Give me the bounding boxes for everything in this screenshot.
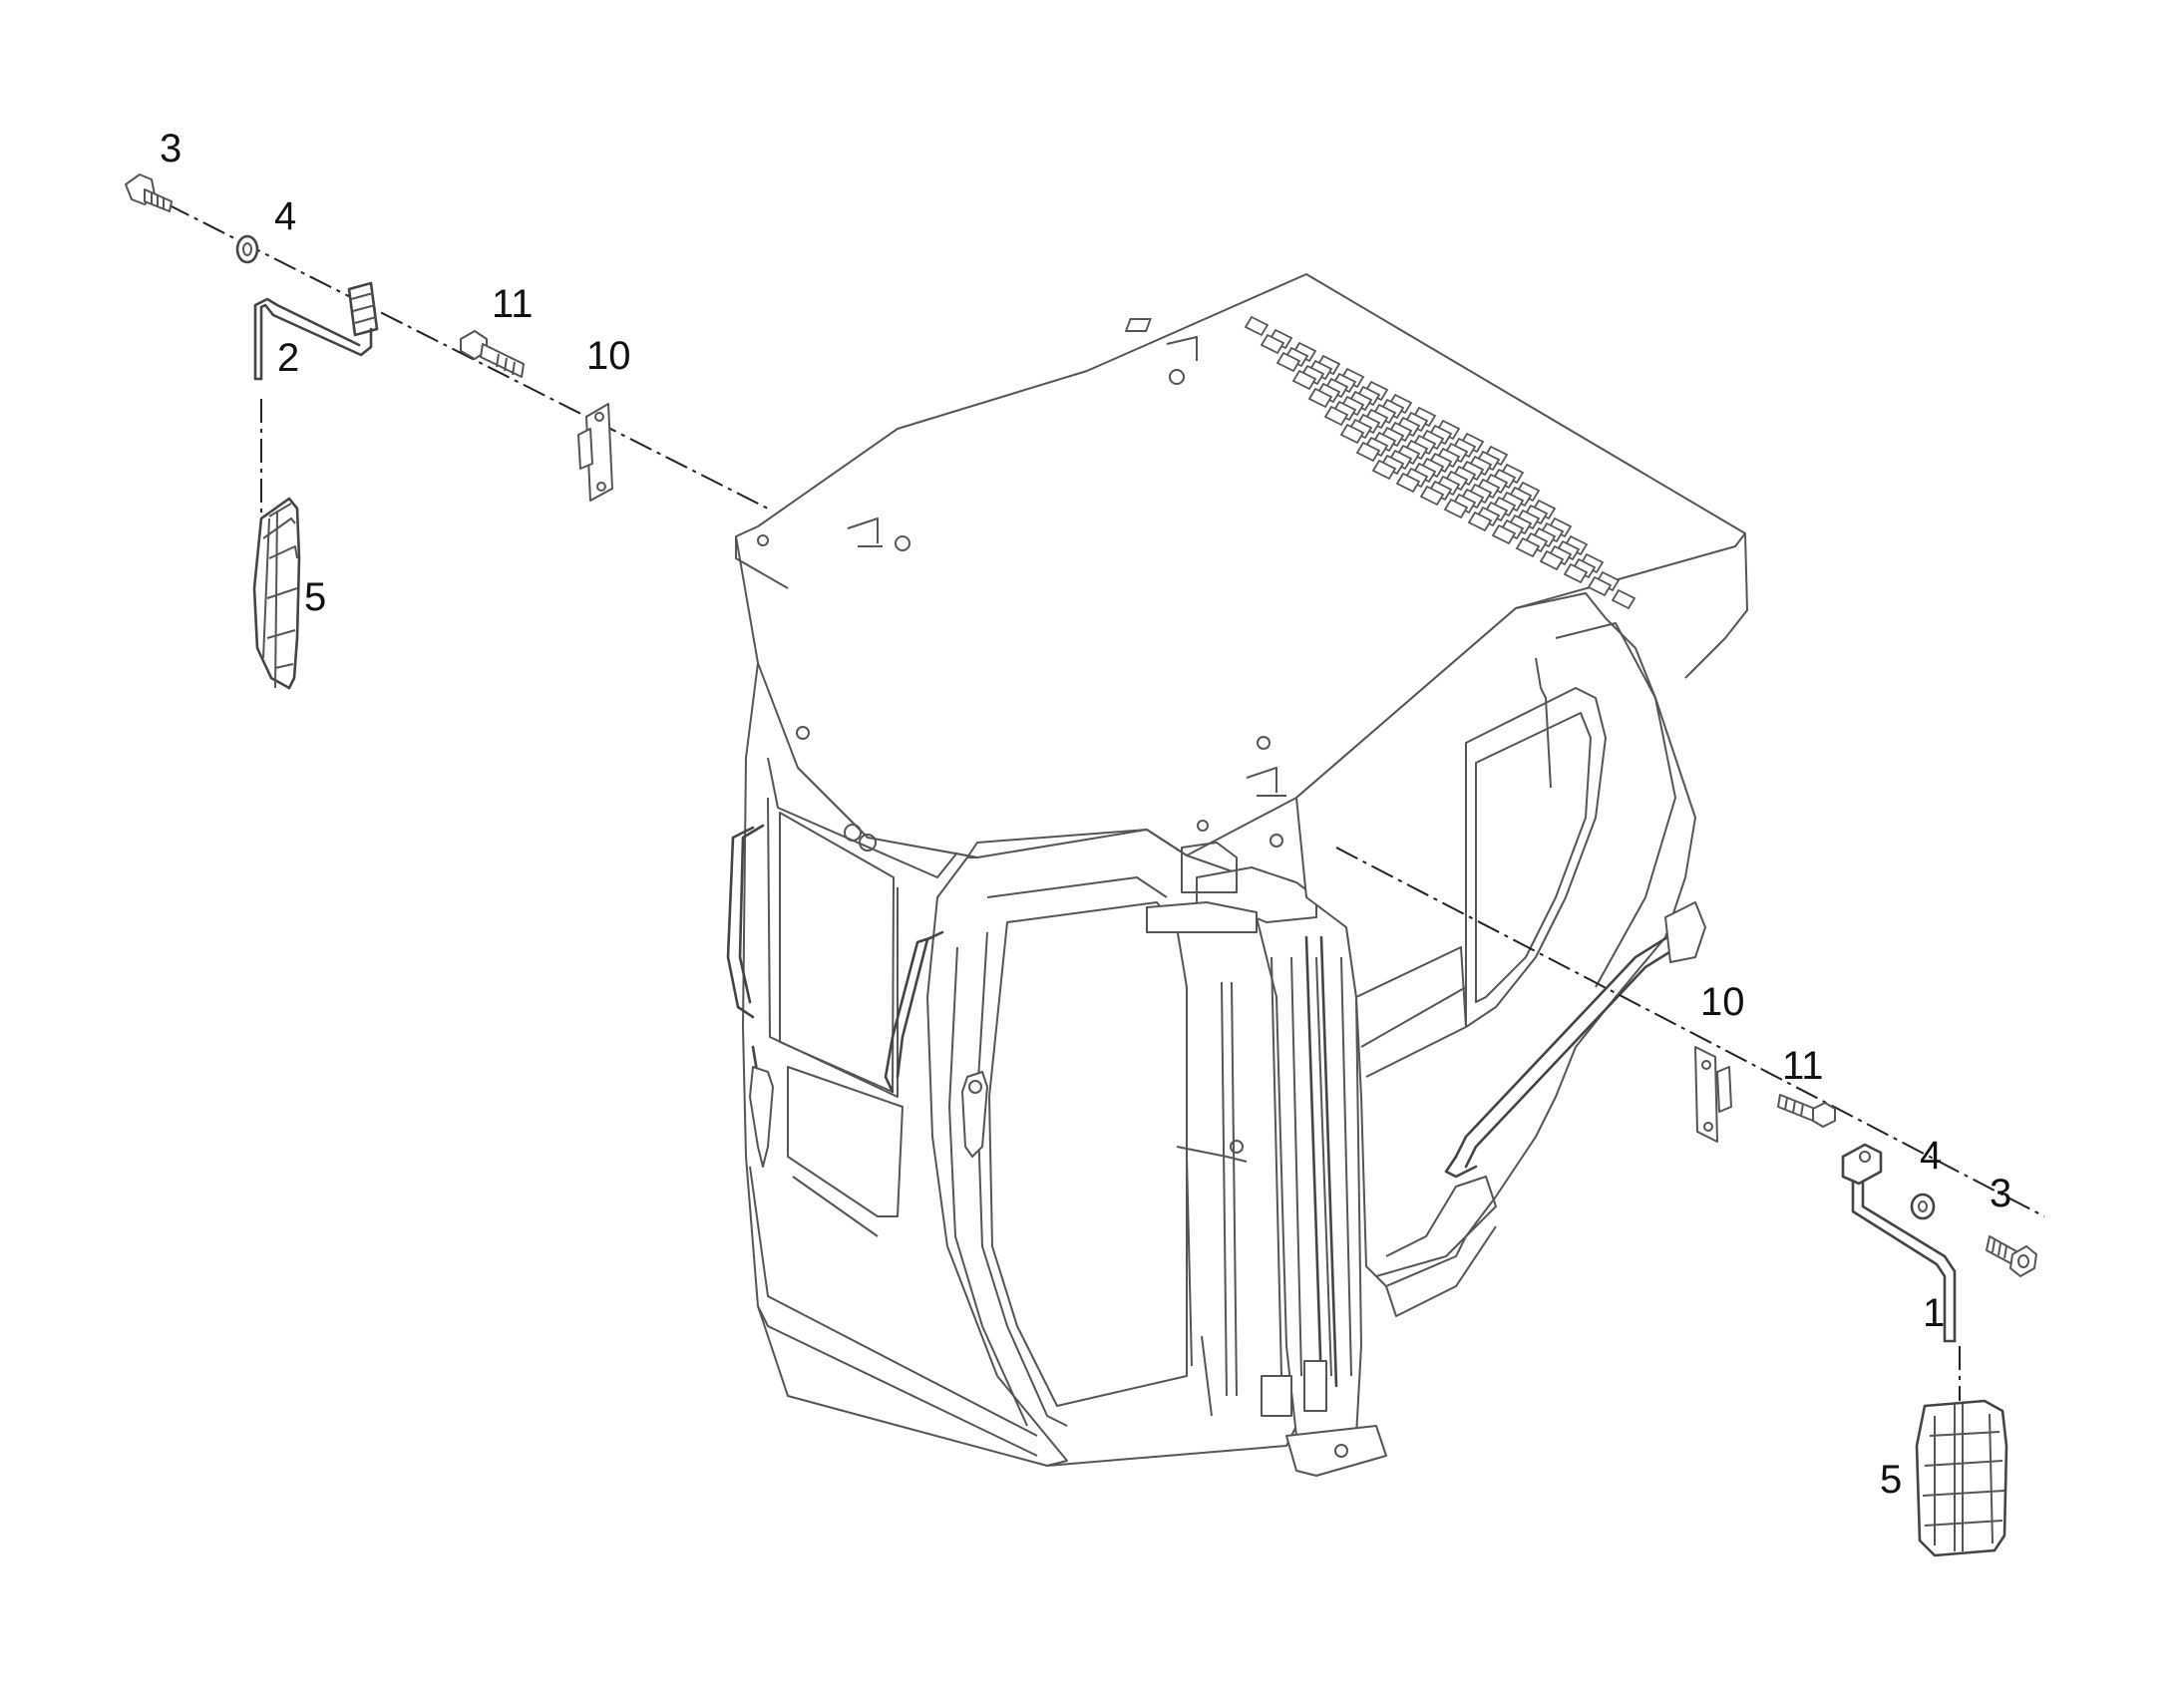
callout-left-4: 4	[274, 194, 296, 238]
roof-vent-slot	[1419, 485, 1445, 507]
callout-left-11: 11	[492, 282, 534, 326]
bracket-icon	[1694, 1046, 1732, 1143]
callout-right-1: 1	[1923, 1291, 1945, 1335]
bolt-icon	[1777, 1094, 1836, 1128]
mirror-arm-icon	[253, 281, 379, 381]
roof-vent-slot	[1611, 588, 1636, 610]
roof-vent-slot	[1515, 536, 1541, 558]
washer-icon	[1910, 1193, 1936, 1220]
callout-left-2: 2	[277, 336, 299, 380]
roof-vent-slot	[1275, 351, 1301, 373]
roof-vent-slot	[1491, 523, 1517, 545]
roof-vent-slot	[1443, 498, 1469, 519]
roof-vent-slot	[1467, 511, 1493, 532]
roof-vent-slot	[1260, 333, 1285, 355]
bolt-icon	[125, 173, 173, 212]
roof-vent-slot	[1395, 472, 1421, 494]
mirror-icon	[1915, 1399, 2008, 1557]
callout-left-3: 3	[160, 127, 182, 171]
roof-vent-slot	[1539, 549, 1565, 571]
callout-left-10: 10	[586, 334, 631, 378]
roof-vent-slot	[1307, 387, 1333, 409]
roof-vent-slot	[1371, 459, 1397, 481]
roof-vent-slot	[1291, 369, 1317, 391]
roof-vent-slot	[1244, 315, 1270, 337]
roof-vent-slot	[1355, 441, 1381, 463]
callout-right-11: 11	[1782, 1044, 1824, 1088]
roof-vent-slot	[1323, 405, 1349, 427]
bolt-icon	[460, 330, 525, 378]
operator-cab-icon	[726, 273, 1748, 1477]
callout-left-5: 5	[304, 575, 326, 619]
roof-vent-slot	[1339, 423, 1365, 445]
mirror-arm-icon	[1841, 1143, 1957, 1343]
bracket-icon	[577, 403, 613, 502]
bolt-icon	[1986, 1235, 2037, 1277]
callout-right-3: 3	[1990, 1172, 2011, 1215]
mirror-icon	[252, 497, 301, 690]
washer-icon	[235, 234, 259, 264]
roof-vent-slot	[1563, 562, 1589, 584]
roof-vent-slot	[1587, 575, 1613, 597]
callout-right-4: 4	[1920, 1134, 1942, 1178]
callout-right-5: 5	[1880, 1458, 1902, 1502]
callout-right-10: 10	[1700, 980, 1745, 1024]
roof-vent-grid	[1124, 318, 1152, 332]
